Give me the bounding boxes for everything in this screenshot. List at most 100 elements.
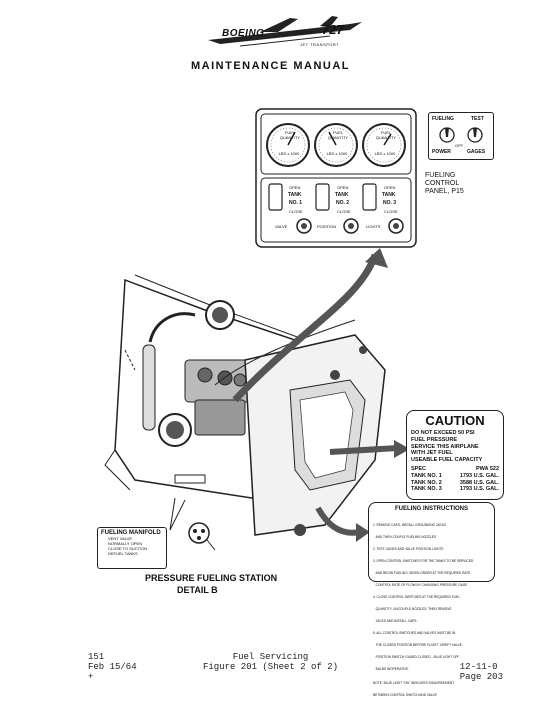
footer-effectivity: 151 <box>88 652 105 662</box>
test-switch-panel: FUELING TEST OFF POWER GAGES <box>428 112 494 160</box>
logo-wordmark: BOEING <box>222 28 265 39</box>
fuel-gauge-1-icon <box>266 123 310 167</box>
caption-line-2: CONTROL <box>425 180 460 187</box>
tank-name: TANK NO. 1 <box>411 472 442 479</box>
control-panel-drawing <box>255 108 417 248</box>
lights-label: LIGHTS <box>366 224 381 229</box>
valve-knob-3-icon <box>388 218 404 234</box>
tank-1-open: OPEN <box>289 185 301 190</box>
caption-line-1: FUELING <box>425 172 456 179</box>
manifold-line: VENT VALVE <box>108 536 133 541</box>
detail-line-1: PRESSURE FUELING STATION <box>145 573 278 583</box>
footer-figure-caption: Figure 201 (Sheet 2 of 2) <box>202 662 339 672</box>
fueling-instructions-placard: FUELING INSTRUCTIONS 1. REMOVE CAPS, INS… <box>368 502 495 697</box>
gauge-3-label: FUEL QUANTITY <box>375 130 397 140</box>
detail-line-2: DETAIL B <box>177 585 218 595</box>
capacity-row: TANK NO. 1 1793 U.S. GAL. <box>411 473 499 480</box>
tank-2-close: CLOSE <box>337 209 351 214</box>
caution-line: FUEL PRESSURE <box>411 436 458 443</box>
instruction-step: POSITION SWITCH GUARD CLOSED - BLUE LIGH… <box>373 655 460 659</box>
footer-revision-mark: + <box>88 672 94 682</box>
instruction-step: QUANTITY. UNCOUPLE NOZZLES, THEN REMOVE <box>373 607 452 611</box>
manifold-line: CLOSE TO SUCTION <box>108 546 148 551</box>
instruction-step: THE CLOSED POSITION BEFORE FLIGHT. VERIF… <box>373 643 462 647</box>
footer-date: Feb 15/64 <box>88 662 137 672</box>
footer-page-number: Page 203 <box>459 672 503 682</box>
fueling-manifold-label: FUELING MANIFOLD VENT VALVE NORMALLY OPE… <box>97 527 167 569</box>
instruction-step: 2. TEST GAGES AND VALVE POSITION LIGHTS <box>373 547 444 551</box>
logo-subtitle: JET TRANSPORT <box>300 42 340 47</box>
control-panel-caption: FUELING CONTROL PANEL, P15 <box>425 172 464 196</box>
gauge-1-label: FUEL QUANTITY <box>279 130 301 140</box>
tank-capacity: 1793 U.S. GAL. <box>459 472 499 479</box>
instruction-step: 1. REMOVE CAPS, INSTALL GROUNDING JACKS <box>373 523 447 527</box>
toggle-switches-icon <box>439 127 483 143</box>
instruction-step: 4. CLOSE CONTROL SWITCHES AT THE REQUIRE… <box>373 595 460 599</box>
fuel-gauge-3-icon <box>362 123 406 167</box>
gauge-1-unit: LBS x 1000 <box>278 151 300 156</box>
capacity-row: TANK NO. 3 1793 U.S. GAL. <box>411 486 499 493</box>
tank-name: TANK NO. 3 <box>411 486 442 493</box>
capacity-header: SPEC PWA 522 <box>411 466 499 473</box>
tank-1-tank: TANK <box>288 192 302 198</box>
footer-chapter-ref: 12-11-0 <box>459 662 498 672</box>
test-panel-power: POWER <box>432 149 451 155</box>
spec-value: PWA 522 <box>475 466 499 472</box>
gauge-3-unit: LBS x 1000 <box>374 151 396 156</box>
boeing-logo-icon <box>208 16 362 47</box>
tank-2-number: NO. 2 <box>336 200 350 206</box>
gauge-2-unit: LBS x 1000 <box>326 151 348 156</box>
caption-line-3: PANEL, P15 <box>425 188 464 195</box>
tank-2-open: OPEN <box>337 185 349 190</box>
test-panel-test: TEST <box>471 116 484 122</box>
manifold-line: DEFUEL TANKS <box>108 551 138 556</box>
tank-capacity: 1793 U.S. GAL. <box>459 486 499 493</box>
tank-3-open: OPEN <box>384 185 396 190</box>
fuel-gauge-2-icon <box>314 123 358 167</box>
instruction-step: AND BEGIN FUELING. BEGIN ORDER AT THE RE… <box>373 571 472 575</box>
instruction-note: NOTE: BLUE LIGHT "ON" INDICATES DISAGREE… <box>373 681 455 685</box>
caution-placard: CAUTION DO NOT EXCEED 50 PSI FUEL PRESSU… <box>406 410 504 500</box>
spec-label: SPEC <box>411 466 426 472</box>
footer-right: 12-11-0 Page 203 <box>460 662 503 682</box>
footer-section-title: Fuel Servicing <box>232 652 309 662</box>
instructions-title: FUELING INSTRUCTIONS <box>395 506 468 512</box>
valve-knob-2-icon <box>343 218 359 234</box>
valve-knob-1-icon <box>296 218 312 234</box>
instructions-steps: 1. REMOVE CAPS, INSTALL GROUNDING JACKS … <box>373 515 473 705</box>
pressure-fueling-station-illustration <box>104 274 386 551</box>
caution-line: SERVICE THIS AIRPLANE <box>411 443 479 450</box>
caution-text: DO NOT EXCEED 50 PSI FUEL PRESSURE SERVI… <box>411 430 482 464</box>
tank-capacity: 3588 U.S. GAL. <box>459 479 499 486</box>
footer-left: 151 Feb 15/64 + <box>88 652 137 682</box>
caution-line: DO NOT EXCEED 50 PSI <box>411 430 475 436</box>
instruction-step: BULBS INOPERATIVE. <box>373 667 410 671</box>
tank-3-close: CLOSE <box>384 209 398 214</box>
logo-model-number: 727 <box>322 22 344 37</box>
tank-name: TANK NO. 2 <box>411 479 442 486</box>
test-panel-off: OFF <box>455 143 463 148</box>
instruction-step: CONTROL RATE OF FLOW BY CHANGING PRESSUR… <box>373 583 468 587</box>
fueling-control-panel: FUEL QUANTITY FUEL QUANTITY FUEL QUANTIT… <box>255 108 417 248</box>
tank-2-tank: TANK <box>335 192 349 198</box>
capacity-table: SPEC PWA 522 TANK NO. 1 1793 U.S. GAL. T… <box>411 466 499 493</box>
tank-3-number: NO. 3 <box>383 200 397 206</box>
caution-line: USEABLE FUEL CAPACITY <box>411 457 483 464</box>
caution-line: WITH JET FUEL <box>411 450 453 457</box>
instruction-step: 3. OPEN CONTROL SWITCHES FOR THE TANKS T… <box>373 559 474 563</box>
instruction-step: AND THEN COUPLE FUELING NOZZLES <box>373 535 436 539</box>
manual-title: MAINTENANCE MANUAL <box>191 60 350 72</box>
instruction-note: BETWEEN CONTROL SWITCH AND VALVE <box>373 693 437 697</box>
footer-center: Fuel Servicing Figure 201 (Sheet 2 of 2) <box>0 652 541 672</box>
detail-label: PRESSURE FUELING STATION DETAIL B <box>145 572 277 596</box>
manifold-line: NORMALLY OPEN <box>108 541 143 546</box>
instruction-step: 5. ALL CONTROL SWITCHES AND VALVES MUST … <box>373 631 456 635</box>
manifold-title: FUELING MANIFOLD <box>101 530 161 536</box>
caution-title: CAUTION <box>425 413 485 428</box>
capacity-row: TANK NO. 2 3588 U.S. GAL. <box>411 480 499 487</box>
tank-3-tank: TANK <box>382 192 396 198</box>
gauge-2-label: FUEL QUANTITY <box>327 130 349 140</box>
manifold-lines: VENT VALVE NORMALLY OPEN CLOSE TO SUCTIO… <box>108 536 166 556</box>
position-label: POSITION <box>317 224 337 229</box>
